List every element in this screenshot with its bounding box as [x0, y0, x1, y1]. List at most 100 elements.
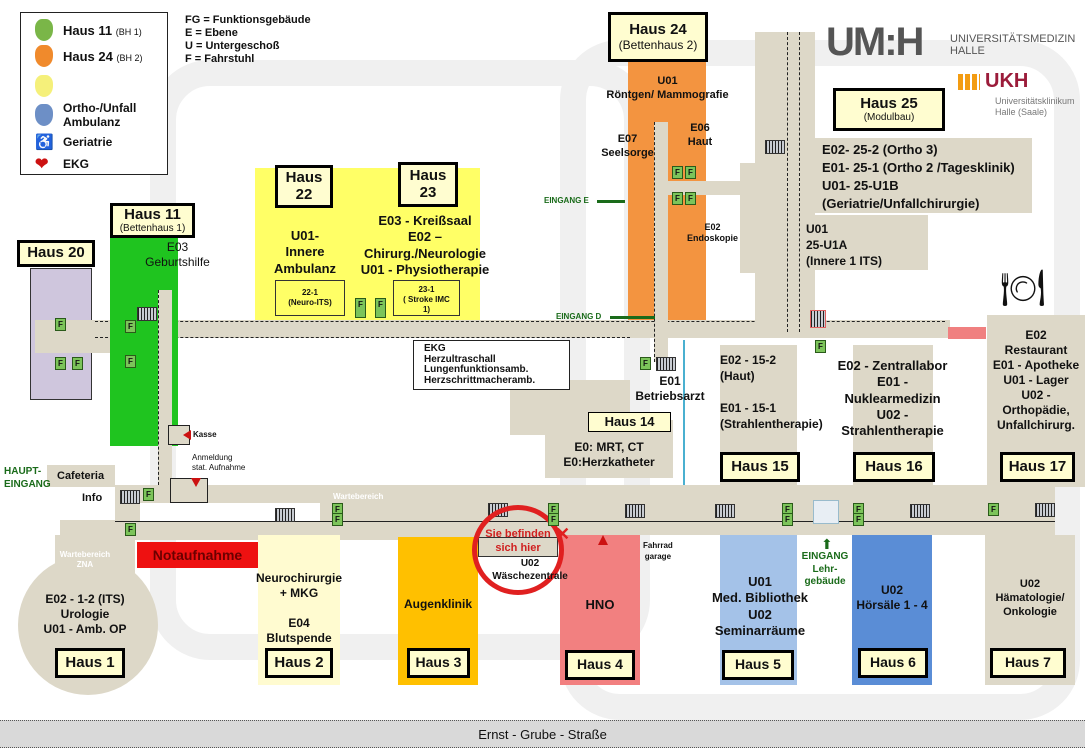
legend-label: Ortho-/Unfall Ambulanz — [63, 101, 137, 129]
elevator-icon: F — [55, 357, 66, 370]
main-entrance-label[interactable]: HAUPT- EINGANG — [4, 466, 51, 490]
haus-25-title: Haus 25 — [860, 94, 918, 112]
entrance-e-label: EINGANG E — [544, 196, 589, 205]
abbrev-f: F = Fahrstuhl — [185, 53, 255, 65]
notaufnahme-building: Notaufnahme — [137, 542, 258, 568]
you-are-here-label: Sie befinden sich hier — [485, 528, 551, 554]
room-23-1: 23-1 ( Stroke IMC 1) — [393, 280, 460, 316]
footprint-icon — [35, 75, 53, 97]
label-haus-15: Haus 15 — [720, 452, 800, 482]
path-line — [787, 32, 788, 332]
pointer-icon — [191, 478, 201, 487]
stairs-icon — [137, 307, 157, 321]
stairs-icon — [765, 140, 785, 154]
haus-23-text: E03 - Kreißsaal E02 – Chirurg./Neurologi… — [360, 213, 490, 277]
bike-garage-label: Fahrrad garage — [643, 541, 673, 561]
label-haus-7: Haus 7 — [990, 648, 1066, 678]
abbrev-fg: FG = Funktionsgebäude — [185, 14, 311, 26]
path-line — [95, 337, 630, 338]
path-line — [654, 122, 655, 362]
haus-17-text: E02 Restaurant E01 - Apotheke U01 - Lage… — [992, 328, 1080, 432]
corridor-haus-20 — [35, 335, 125, 353]
legend-label: Haus 24 — [63, 48, 113, 64]
elevator-icon: F — [143, 488, 154, 501]
ukh-logo: UKH — [985, 70, 1029, 92]
cafeteria-area — [47, 465, 115, 487]
haus-1-text: E02 - 1-2 (ITS) Urologie U01 - Amb. OP — [43, 592, 127, 636]
haus-25-u1a-text: U01 25-U1A (Innere 1 ITS) — [806, 222, 883, 268]
elevator-icon: F — [125, 320, 136, 333]
elevator-icon: F — [988, 503, 999, 516]
label-haus-11: Haus 11(Bettenhaus 1) — [110, 203, 195, 238]
haus-24-text: U01 Röntgen/ Mammografie — [606, 75, 729, 101]
label-haus-17: Haus 17 — [1000, 452, 1075, 482]
label-haus-1: Haus 1 — [55, 648, 125, 678]
footprint-icon — [35, 19, 53, 41]
legend-sub: (BH 1) — [115, 26, 142, 37]
footprint-icon — [35, 104, 53, 126]
building-haus-25 — [740, 163, 810, 273]
label-haus-5: Haus 5 — [722, 650, 794, 680]
pointer-icon — [598, 535, 608, 545]
elevator-icon: F — [853, 513, 864, 526]
path-line — [799, 32, 800, 332]
waiting-zna-label: Wartebereich ZNA — [59, 550, 111, 569]
room-22-1: 22-1 (Neuro-ITS) — [275, 280, 345, 316]
label-haus-2: Haus 2 — [265, 648, 333, 678]
legend-sub: (BH 2) — [116, 52, 143, 63]
pointer-icon — [183, 430, 191, 440]
elevator-icon: F — [548, 513, 559, 526]
haus-2-text: Neurochirurgie + MKG E04 Blutspende — [255, 571, 342, 645]
legend-label: EKG — [63, 157, 90, 171]
abbrev-e: E = Ebene — [185, 27, 238, 39]
elevator-icon: F — [815, 340, 826, 353]
label-haus-25: Haus 25(Modulbau) — [833, 88, 945, 131]
path-line — [95, 321, 945, 322]
haus-15-text: E02 - 15-2 (Haut) E01 - 15-1 (Strahlenth… — [720, 353, 823, 431]
elevator-icon: F — [640, 357, 651, 370]
haus-25-u1a-area — [800, 215, 928, 270]
haus-25-text: E02- 25-2 (Ortho 3) E01- 25-1 (Ortho 2 /… — [822, 142, 1015, 211]
corridor-lower — [60, 520, 560, 540]
arrow-right-icon — [610, 316, 655, 319]
ekg-info-box: EKG Herzultraschall Lungenfunktionsamb. … — [413, 340, 570, 390]
arrow-right-icon — [597, 200, 625, 203]
waeschezentrale-label: U02 Wäschezentrale — [492, 558, 568, 582]
haus-16-text: E02 - Zentrallabor E01 - Nuklearmedizin … — [837, 358, 948, 438]
anmeldung-label: Anmeldung stat. Aufnahme — [192, 453, 246, 472]
entrance-lehrgebaeude-label[interactable]: EINGANG Lehr- gebäude — [801, 551, 849, 587]
waiting-area-label: Wartebereich — [333, 492, 384, 501]
wall-line — [115, 521, 1055, 522]
registration-desk — [170, 478, 208, 503]
haus-24-sub: (Bettenhaus 2) — [618, 37, 698, 52]
label-haus-3: Haus 3 — [407, 648, 470, 678]
stairs-icon — [810, 310, 826, 328]
ukh-logo-text: Universitätsklinikum Halle (Saale) — [995, 96, 1075, 117]
abbreviations: FG = Funktionsgebäude E = Ebene U = Unte… — [185, 14, 311, 66]
elevator-icon: F — [375, 298, 386, 318]
haus-6-text: U02 Hörsäle 1 - 4 — [856, 583, 928, 612]
label-haus-4: Haus 4 — [565, 650, 635, 680]
legend-label: Geriatrie — [63, 135, 113, 149]
ukh-logo-bars — [958, 74, 980, 90]
elevator-icon: F — [332, 513, 343, 526]
elevator-icon: F — [72, 357, 83, 370]
atrium — [813, 500, 839, 524]
x-mark-icon: ✕ — [555, 524, 571, 544]
abbrev-u: U = Untergeschoß — [185, 40, 280, 52]
restaurant-icon: 🍽 — [1000, 267, 1046, 308]
label-haus-20: Haus 20 — [17, 240, 95, 267]
haus-25-text-area — [812, 138, 1032, 213]
haus-24-title: Haus 24 — [629, 21, 687, 39]
stairs-icon — [120, 490, 140, 504]
you-are-here-marker — [472, 505, 564, 595]
betriebsarzt-label: E01 Betriebsarzt — [635, 374, 705, 403]
umh-logo: UM:H — [826, 20, 924, 64]
haus-22-text: U01- Innere Ambulanz — [273, 228, 337, 276]
elevator-icon: F — [125, 523, 136, 536]
haus-14-text: E0: MRT, CT E0:Herzkatheter — [563, 440, 655, 469]
label-haus-6: Haus 6 — [858, 648, 928, 678]
arrow-up-icon: ⬆ — [821, 536, 833, 552]
corridor-haus-24 — [654, 122, 668, 362]
stairs-icon — [910, 504, 930, 518]
